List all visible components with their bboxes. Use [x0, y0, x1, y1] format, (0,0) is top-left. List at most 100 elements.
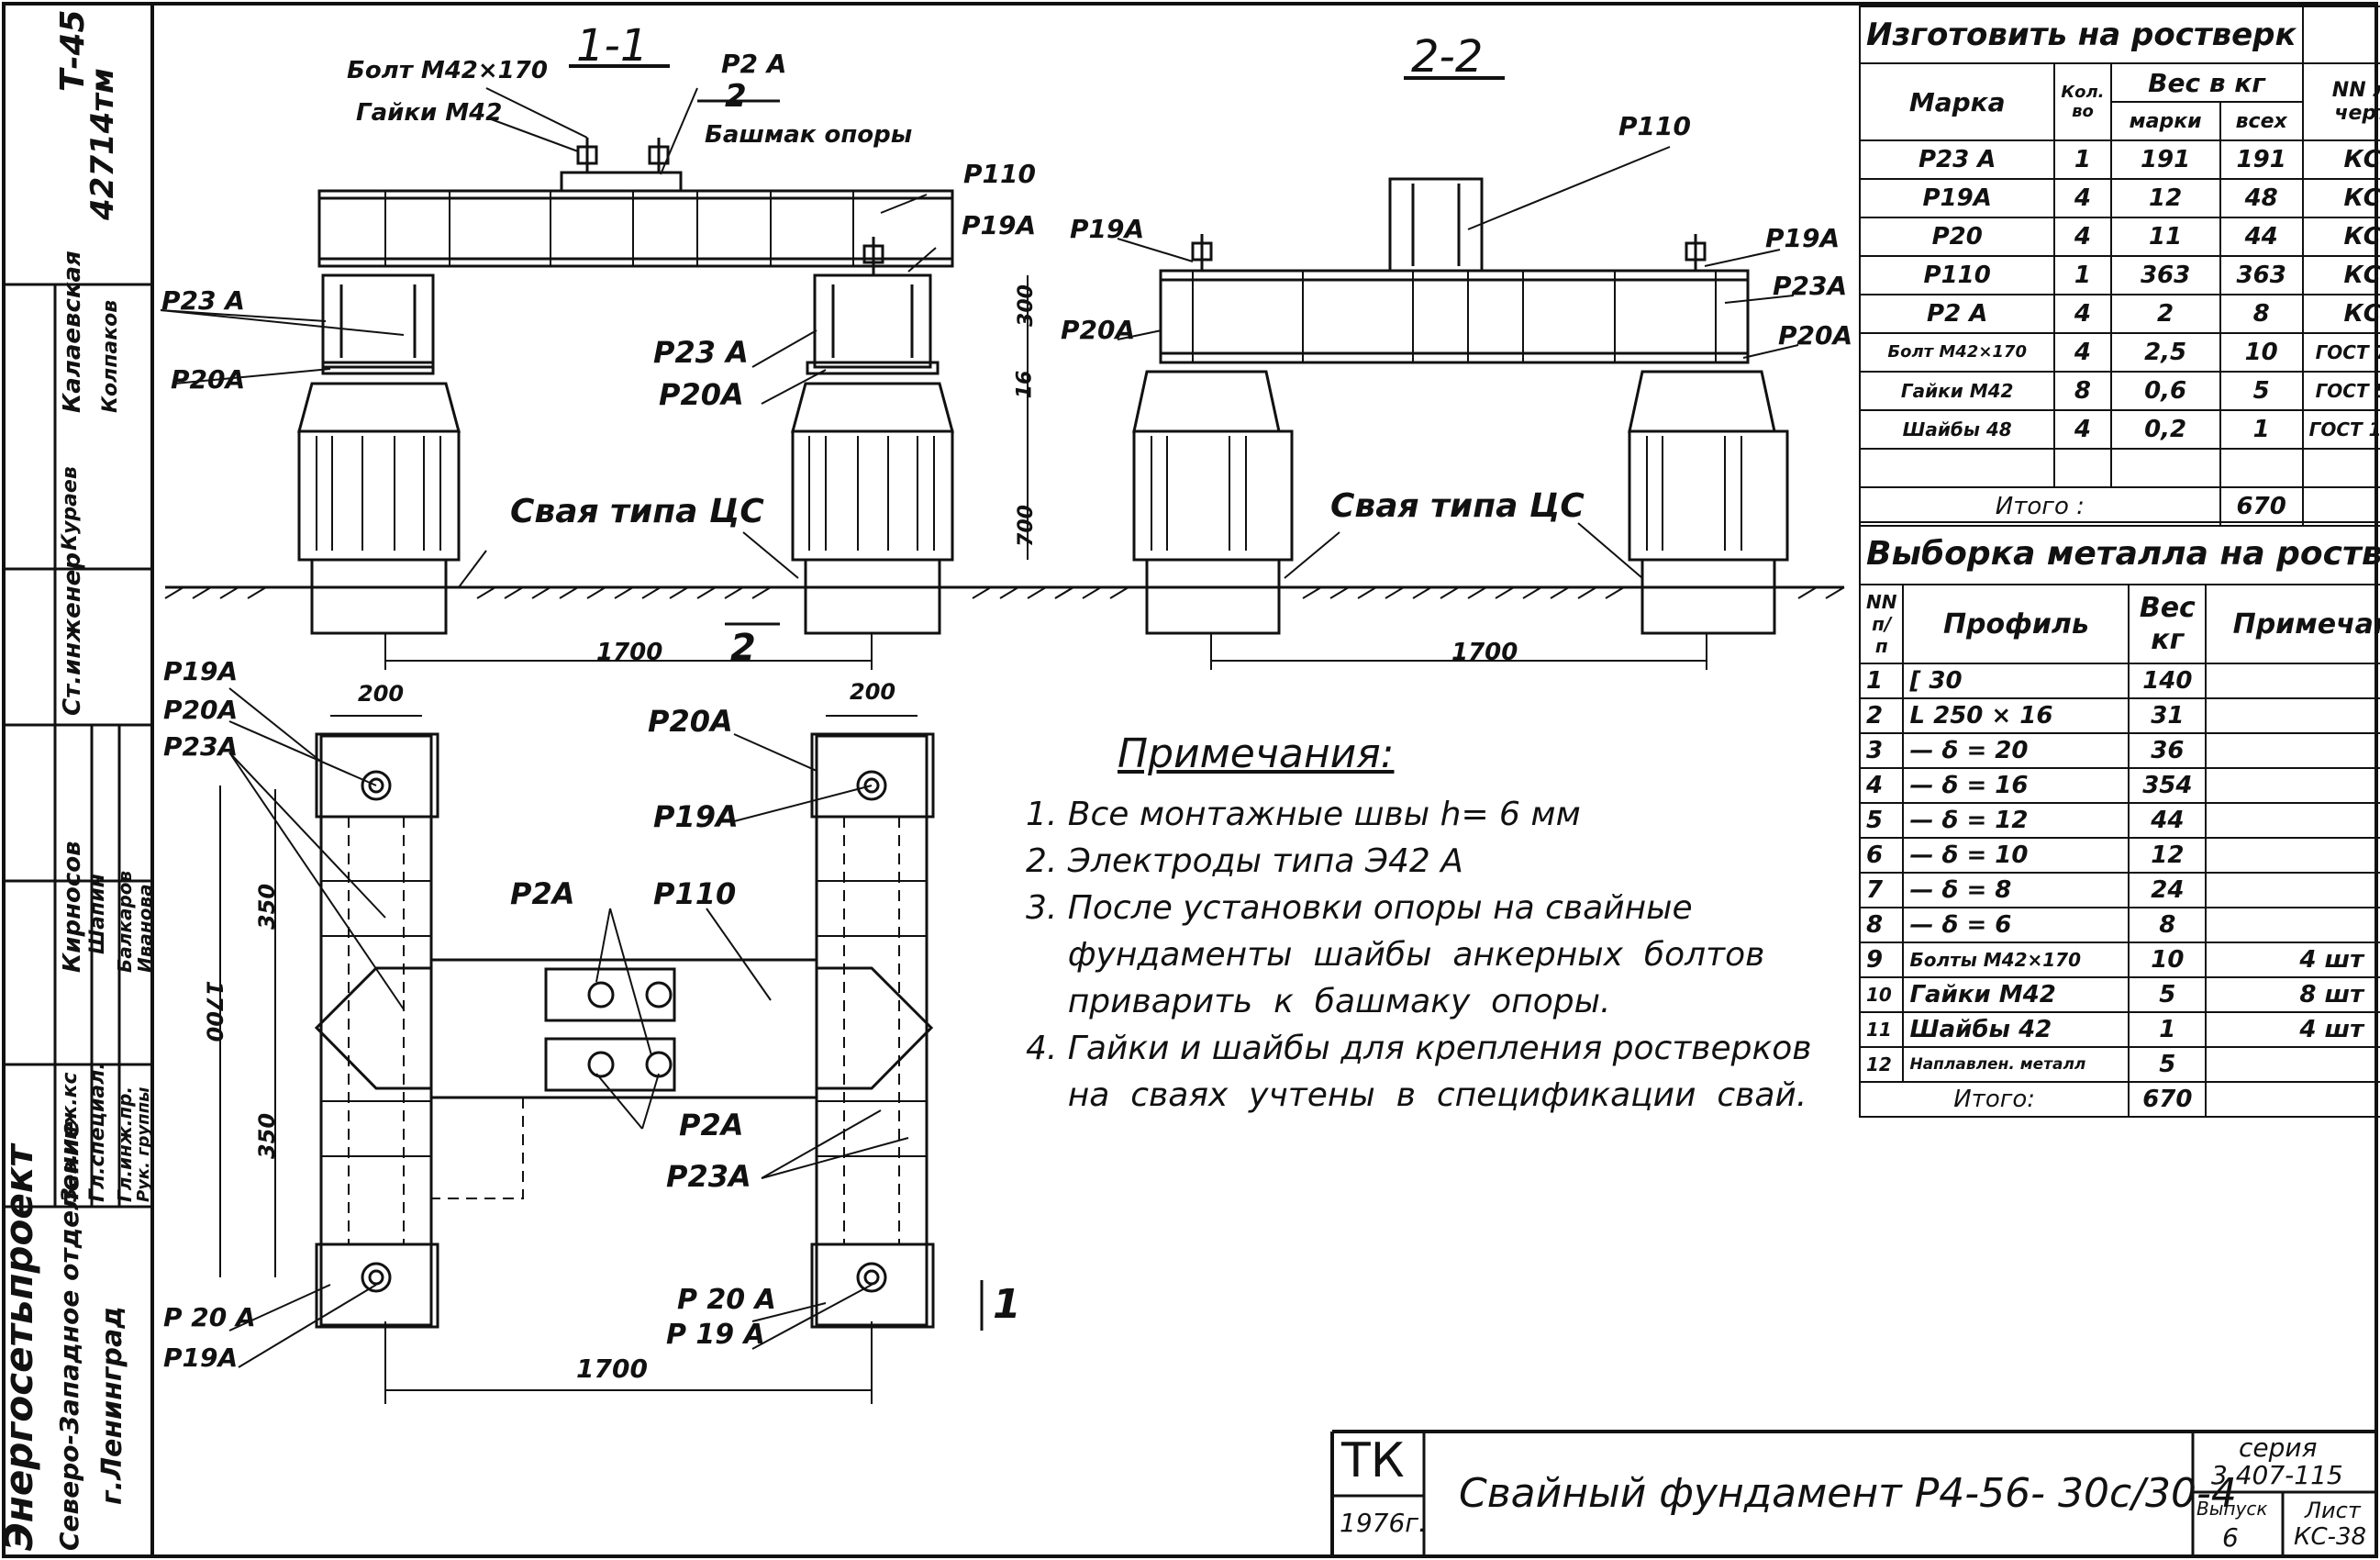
callout-p20a-s2-left: Р20А: [1061, 315, 1136, 345]
doc-number: 42714тм: [84, 68, 121, 220]
callout-p19a-plan-bottom: Р19А: [163, 1343, 239, 1373]
notes-title: Примечания:: [1118, 730, 1395, 777]
cell: 8: [2219, 294, 2304, 334]
stamp-role-2: Гл.специал.: [86, 1062, 109, 1202]
cell: 44: [2128, 802, 2208, 839]
cell: 354: [2128, 767, 2208, 804]
cell: Болт М42×170: [1858, 332, 2056, 373]
stamp-role-3: Гл.инж.пр.: [114, 1086, 136, 1202]
stamp-role-5: Ст.инженер: [59, 552, 86, 716]
cell: 9: [1858, 942, 1905, 978]
cell: 5: [2219, 371, 2304, 411]
cell: 44: [2219, 217, 2304, 257]
callout-p2a-plan-lower: Р2А: [679, 1108, 744, 1142]
cell: Наплавлен. металл: [1902, 1046, 2130, 1083]
callout-p19a-plan-right: Р19А: [653, 799, 739, 834]
callout-p19a-plan-br: Р 19 А: [666, 1319, 765, 1351]
cell: 8: [2128, 907, 2208, 943]
org-name: Энергосетьпроект: [0, 1144, 41, 1551]
cell: 5: [2128, 976, 2208, 1013]
cell: 1: [1858, 663, 1905, 699]
metal-total-value: 670: [2128, 1081, 2208, 1118]
cell: 4 шт: [2205, 1011, 2380, 1048]
section-2-2: [1046, 76, 1845, 670]
stamp-role-4: Рук. группы: [134, 1086, 153, 1202]
cell: — δ = 6: [1902, 907, 2130, 943]
sheet-label: Лист: [2305, 1498, 2361, 1523]
cell: — δ = 10: [1902, 837, 2130, 874]
issue-number: 6: [2222, 1522, 2239, 1553]
callout-p2a-plan: Р2А: [510, 876, 575, 911]
callout-p2a-top: Р2 А: [721, 49, 787, 79]
cell: 1: [2128, 1011, 2208, 1048]
cell: 2,5: [2109, 332, 2221, 373]
cell: [2205, 767, 2380, 804]
metal-h-note: Примечание: [2205, 584, 2380, 664]
dim-1700-plan: 1700: [576, 1354, 648, 1384]
mfg-h-qty: Кол. во: [2053, 62, 2112, 141]
note-line-7: на сваях учтены в спецификации свай.: [1026, 1076, 1807, 1114]
dim-200-right: 200: [850, 679, 896, 705]
callout-bolt: Болт М42×170: [347, 57, 548, 84]
cell: Гайки М42: [1902, 976, 2130, 1013]
cell: 4 шт: [2205, 942, 2380, 978]
top-code: Т-45: [54, 9, 92, 92]
cell: 7: [1858, 872, 1905, 908]
callout-p19a-s1: Р19А: [962, 210, 1037, 240]
mfg-title: Изготовить на ростверк: [1859, 6, 2304, 64]
cell: 5: [2128, 1046, 2208, 1083]
cell: Гайки М42: [1858, 371, 2056, 411]
cell: [2205, 663, 2380, 699]
callout-pile-s1: Свая типа ЦС: [510, 493, 764, 530]
cell: 363: [2219, 255, 2304, 295]
cell: 4: [2053, 217, 2112, 257]
cell: Р20: [1858, 217, 2056, 257]
cell: КС - 48: [2301, 294, 2380, 334]
cell: 11: [2109, 217, 2221, 257]
cell: 5: [1858, 802, 1905, 839]
cell: 191: [2109, 139, 2221, 180]
cell: 24: [2128, 872, 2208, 908]
cell: 363: [2109, 255, 2221, 295]
cell: 4: [2053, 409, 2112, 450]
series-label: серия: [2239, 1432, 2318, 1463]
page-mark: 45: [2301, 6, 2380, 64]
cell: 0,6: [2109, 371, 2221, 411]
dim-200-left: 200: [358, 681, 405, 707]
cell: 12: [2109, 178, 2221, 218]
cell: 8: [2053, 371, 2112, 411]
dim-16: 16: [1013, 370, 1037, 399]
callout-p20a-plan: Р20А: [163, 695, 239, 725]
cell: 11: [1858, 1011, 1905, 1048]
cell: 4: [1858, 767, 1905, 804]
cell: — δ = 12: [1902, 802, 2130, 839]
cell: 1: [2053, 139, 2112, 180]
cell: 48: [2219, 178, 2304, 218]
cell: Р2 А: [1858, 294, 2056, 334]
cell: [2205, 732, 2380, 769]
stamp-name-4: Иванова: [134, 884, 156, 973]
mfg-h-mark: Марка: [1858, 62, 2056, 141]
year-label: 1976г.: [1340, 1508, 1427, 1538]
issue-label: Выпуск: [2196, 1498, 2268, 1520]
cut-2-bottom: 2: [730, 627, 756, 669]
callout-p23a-left: Р23 А: [161, 285, 245, 316]
cell: 0,2: [2109, 409, 2221, 450]
mfg-h-weight: Вес в кг: [2109, 62, 2304, 103]
cell: 2: [1858, 697, 1905, 734]
note-line-6: 4. Гайки и шайбы для крепления ростверко…: [1026, 1030, 1812, 1067]
cell: [2205, 1046, 2380, 1083]
cell: 10: [2219, 332, 2304, 373]
metal-title: Выборка металла на ростверк: [1858, 521, 2380, 585]
dim-1700-s1: 1700: [596, 639, 663, 666]
